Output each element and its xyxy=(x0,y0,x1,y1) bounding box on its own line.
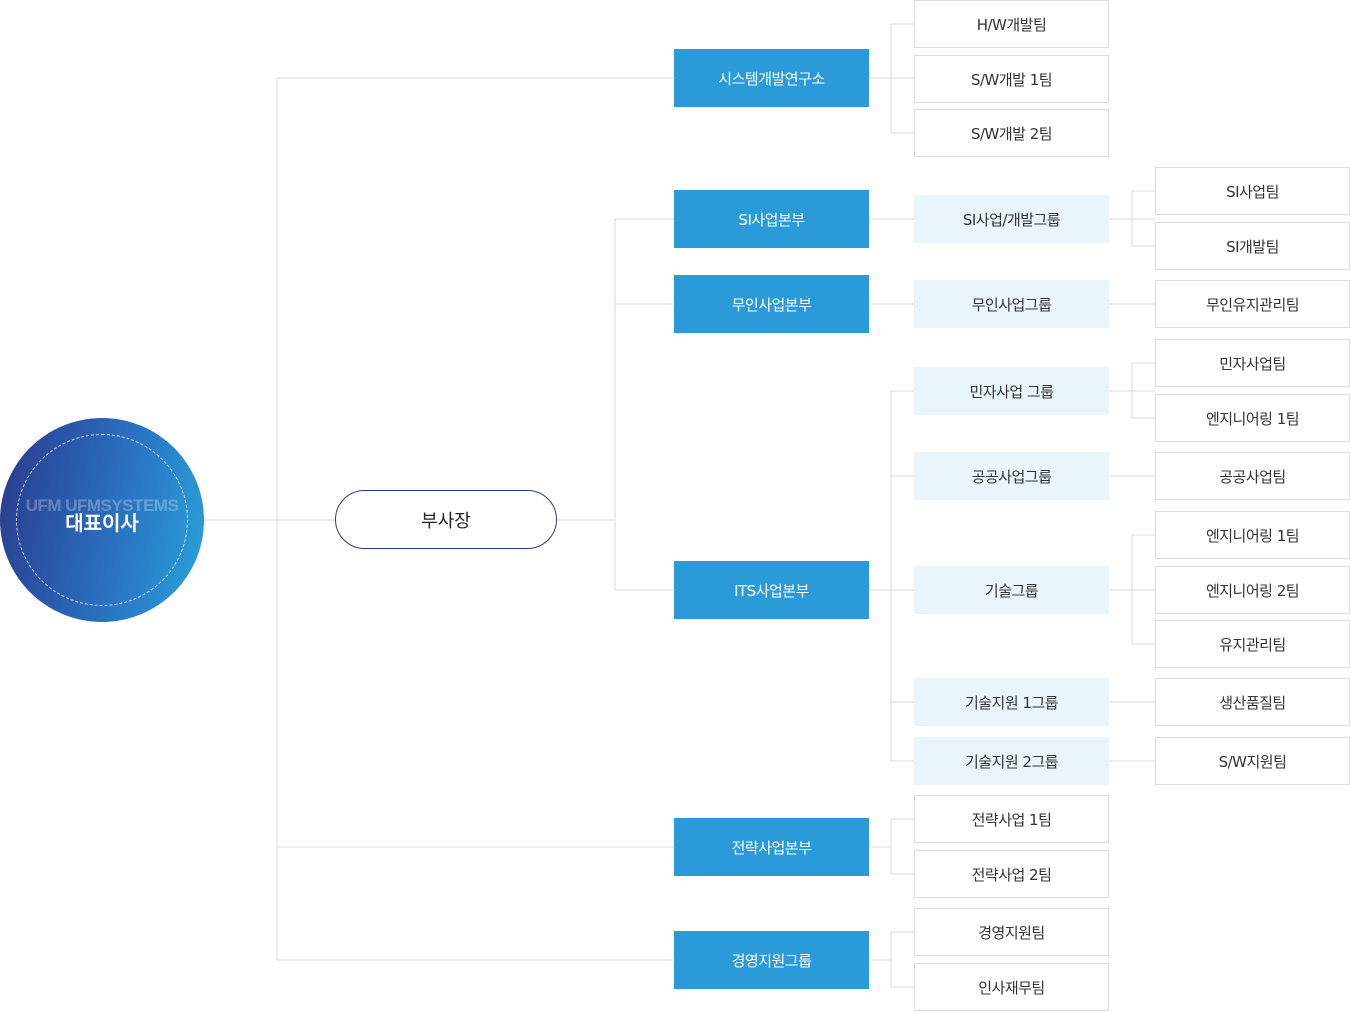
group-box: SI사업/개발그룹 xyxy=(914,195,1109,243)
ceo-dashed-ring xyxy=(16,434,188,606)
team-box: S/W지원팀 xyxy=(1155,737,1350,785)
group-box: 기술그룹 xyxy=(914,566,1109,614)
group-box: 공공사업그룹 xyxy=(914,452,1109,500)
team-box: 경영지원팀 xyxy=(914,908,1109,956)
group-box: 기술지원 1그룹 xyxy=(914,678,1109,726)
division-its: ITS사업본부 xyxy=(674,561,869,619)
team-box: 공공사업팀 xyxy=(1155,452,1350,500)
division-unmanned: 무인사업본부 xyxy=(674,275,869,333)
team-box: H/W개발팀 xyxy=(914,0,1109,48)
division-research-lab: 시스템개발연구소 xyxy=(674,49,869,107)
division-si: SI사업본부 xyxy=(674,190,869,248)
company-logo-watermark: UFM UFMSYSTEMS xyxy=(25,496,179,515)
ceo-label: 대표이사 xyxy=(65,511,139,535)
team-box: 민자사업팀 xyxy=(1155,339,1350,387)
team-box: 무인유지관리팀 xyxy=(1155,280,1350,328)
team-box: 엔지니어링 1팀 xyxy=(1155,511,1350,559)
team-box: S/W개발 1팀 xyxy=(914,55,1109,103)
group-box: 기술지원 2그룹 xyxy=(914,737,1109,785)
division-management-support: 경영지원그룹 xyxy=(674,931,869,989)
team-box: S/W개발 2팀 xyxy=(914,109,1109,157)
division-strategy: 전략사업본부 xyxy=(674,818,869,876)
team-box: 전략사업 2팀 xyxy=(914,850,1109,898)
team-box: 엔지니어링 1팀 xyxy=(1155,394,1350,442)
ceo-node: UFM UFMSYSTEMS 대표이사 xyxy=(0,418,204,622)
team-box: 생산품질팀 xyxy=(1155,678,1350,726)
team-box: 유지관리팀 xyxy=(1155,620,1350,668)
team-box: 엔지니어링 2팀 xyxy=(1155,566,1350,614)
vice-president-node: 부사장 xyxy=(335,490,557,549)
team-box: SI사업팀 xyxy=(1155,167,1350,215)
group-box: 무인사업그룹 xyxy=(914,280,1109,328)
team-box: 인사재무팀 xyxy=(914,963,1109,1011)
team-box: SI개발팀 xyxy=(1155,222,1350,270)
group-box: 민자사업 그룹 xyxy=(914,367,1109,415)
team-box: 전략사업 1팀 xyxy=(914,795,1109,843)
